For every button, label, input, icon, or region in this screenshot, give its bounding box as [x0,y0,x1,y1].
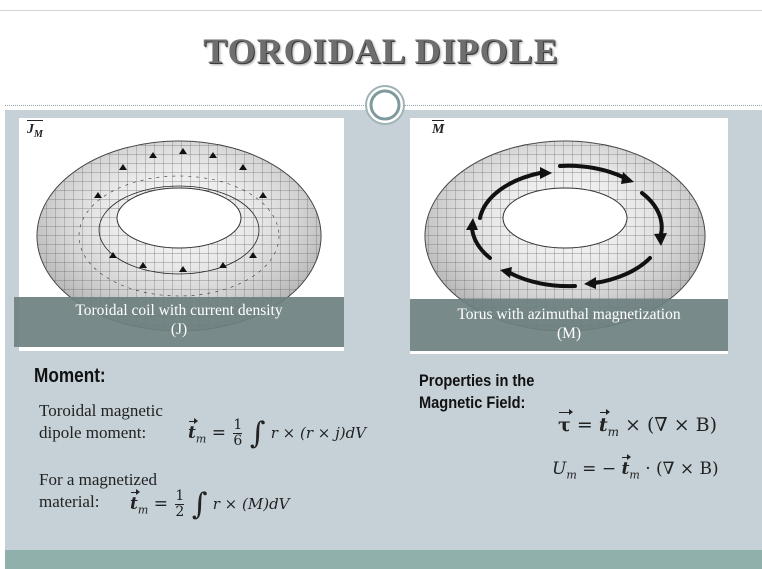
ring-ornament-icon [365,85,405,125]
potential-energy-equation: Um = − tm · (∇ × B) [552,454,719,482]
left-caption-line2: (J) [170,321,188,338]
eq1-body: r × (r × j)dV [270,424,367,442]
eq2-body: r × (M)dV [212,495,290,513]
properties-heading-line2: Magnetic Field: [419,393,526,412]
toroidal-moment-text: Toroidal magnetic dipole moment: [39,400,163,444]
frac-num-2: 1 [175,488,185,505]
u-symbol: U [552,459,567,479]
tm-subscript-3: m [607,424,619,439]
torque-equation: τ = tm × (∇ × B) [558,409,718,439]
u-subscript: m [566,468,577,482]
frac-den-2: 2 [175,504,185,520]
tm-symbol-3: t [598,409,610,436]
toroidal-coil-figure: JM [19,118,344,351]
top-border [0,10,762,11]
tm-symbol-4: t [621,454,632,479]
current-density-label: JM [27,120,43,140]
left-caption-line1: Toroidal coil with current density [75,302,283,319]
frac-den: 6 [233,433,243,449]
magnetization-label: M [432,120,445,137]
tm-symbol: t [188,418,198,443]
tau-symbol: τ [558,409,573,436]
footer-band [5,550,762,569]
moment-heading: Moment: [34,365,106,387]
tm-subscript: m [195,432,207,446]
frac-num: 1 [233,417,243,434]
properties-heading-line1: Properties in the [419,371,535,390]
um-rhs: · (∇ × B) [645,459,719,479]
right-caption-line2: (M) [556,325,582,342]
moment-line3: For a magnetized [39,470,158,489]
torque-rhs: × (∇ × B) [625,414,718,436]
left-caption: Toroidal coil with current density (J) [14,297,344,347]
right-caption-line1: Torus with azimuthal magnetization [457,306,681,323]
moment-line1: Toroidal magnetic [39,401,163,420]
moment-line2: dipole moment: [39,423,147,442]
torus-current-image [36,140,322,332]
right-caption: Torus with azimuthal magnetization (M) [410,299,728,351]
slide-title: TOROIDAL DIPOLE [203,31,559,71]
tm-symbol-2: t [130,489,140,514]
tm-subscript-2: m [137,503,149,517]
magnetized-material-text: For a magnetized material: [39,469,157,513]
properties-heading: Properties in the Magnetic Field: [419,370,534,414]
torus-magnetization-image [424,140,706,332]
tm-subscript-4: m [629,468,640,482]
moment-line4: material: [39,492,100,511]
